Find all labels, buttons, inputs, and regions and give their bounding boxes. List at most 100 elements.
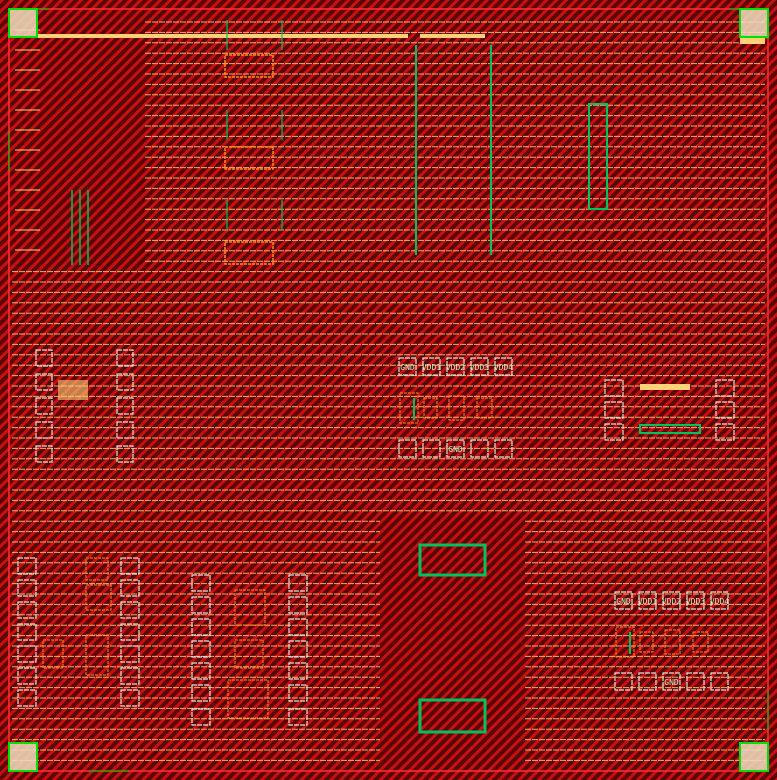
bond-pad [116,397,134,415]
bond-pad [710,672,729,691]
pad-label: VDD1 [422,363,441,372]
pad-label: GND [448,445,463,454]
pad-label: VDD3 [686,597,705,606]
bond-pad [35,445,53,463]
bond-pad [715,379,735,397]
bond-pad [446,357,465,376]
bond-pad [35,397,53,415]
bond-pad [638,591,657,610]
bond-pad [422,357,441,376]
bond-pad [17,557,37,575]
bond-pad [17,667,37,685]
bond-pad [191,640,211,658]
bond-pad [191,596,211,614]
power-rail [740,38,765,44]
device-block [85,557,109,581]
corner-cell [9,743,37,771]
device-block [85,634,109,676]
device-block [639,631,654,653]
power-rail [38,34,408,38]
pad-label: VDD2 [662,597,681,606]
bond-pad [494,439,513,458]
bond-pad [715,401,735,419]
device-block [227,679,269,719]
pad-label: VDD2 [446,363,465,372]
bond-pad [288,640,308,658]
bond-pad [35,421,53,439]
bond-pad [604,379,624,397]
pad-array [17,349,735,726]
bond-pad [288,708,308,726]
device-block [399,392,419,424]
pad-label: VDD4 [710,597,729,606]
bond-pad [288,662,308,680]
bond-pad [191,574,211,592]
transistor-block [224,54,274,78]
pad-label: GND [664,678,679,687]
device-block [664,629,681,655]
bond-pad [17,601,37,619]
device-block [692,631,709,653]
device-block [85,584,112,611]
bond-pad [288,618,308,636]
bond-pad [116,373,134,391]
bond-pad [604,423,624,441]
bond-pad [35,373,53,391]
bond-pad [494,357,513,376]
bond-pad [120,689,140,707]
bond-pad [116,445,134,463]
bond-pad [17,645,37,663]
bond-pad [288,684,308,702]
corner-cell [740,743,768,771]
bond-pad [191,662,211,680]
bond-pad [116,349,134,367]
corner-boundary [739,742,769,772]
device-block [615,626,635,658]
pad-label: VDD1 [638,597,657,606]
bond-pad [470,357,489,376]
pad-label: GND [400,363,415,372]
device-blocks [42,54,701,734]
corner-cell [740,9,768,37]
corner-boundary [8,742,38,772]
via-stacks [71,20,608,265]
corner-cell [9,9,37,37]
metal-strap [640,384,690,390]
bond-pad [120,557,140,575]
guard-ring [418,543,487,577]
bond-pad [614,672,633,691]
bond-pad [17,579,37,597]
bond-pad [191,618,211,636]
bond-pad [710,591,729,610]
bond-pad [446,439,465,458]
device-block [42,639,64,669]
bond-pad [288,596,308,614]
bond-pad [17,623,37,641]
bond-pad [17,689,37,707]
pad-label: GND [616,597,631,606]
bond-pad [715,423,735,441]
bond-pad [638,672,657,691]
corner-boundary [8,8,38,38]
bond-pad [120,601,140,619]
via-array [639,424,701,434]
transistor-block [224,241,274,265]
bond-pad [470,439,489,458]
bond-pad [120,645,140,663]
pad-label: VDD3 [470,363,489,372]
die-boundary [8,8,769,772]
bond-pad [398,439,417,458]
bond-pad [191,684,211,702]
device-block [423,397,438,419]
bond-pad [422,439,441,458]
bond-pad [120,667,140,685]
bond-pad [35,349,53,367]
bond-pad [686,591,705,610]
device-block [448,395,465,421]
transistor-block [224,146,274,170]
device-block [476,397,493,419]
